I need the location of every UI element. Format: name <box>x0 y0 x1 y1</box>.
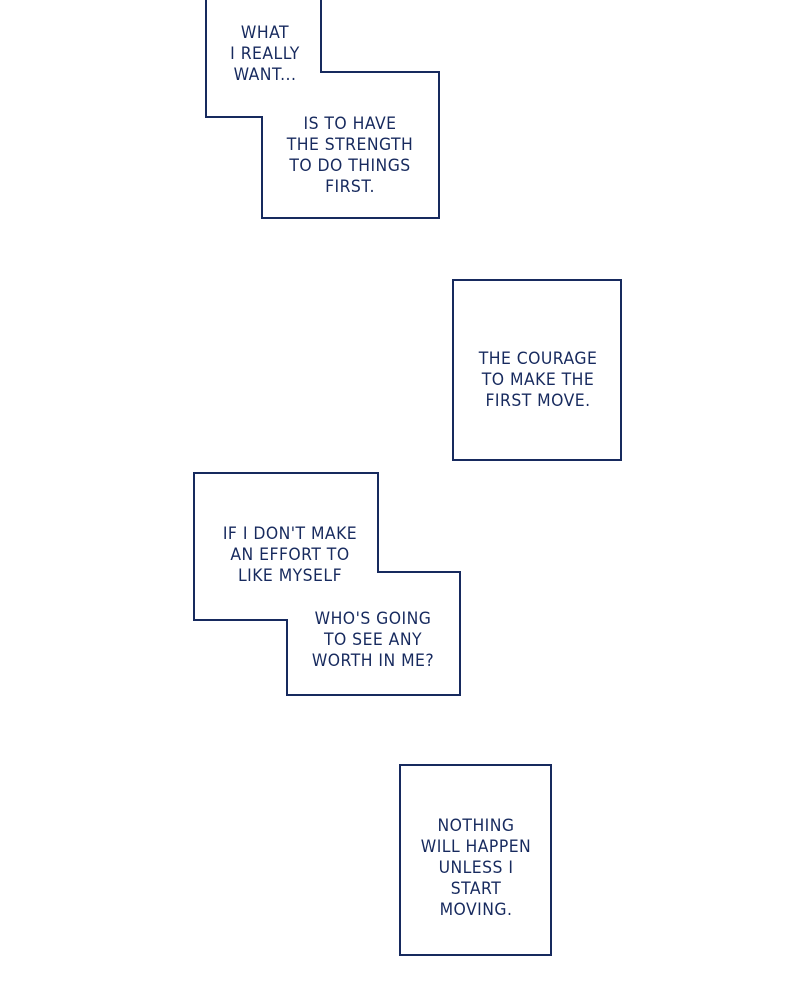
caption-line: NOTHING <box>437 816 515 836</box>
caption-line: TO MAKE THE <box>481 370 595 390</box>
caption-line: FIRST MOVE. <box>485 391 591 411</box>
caption-nothing-will-happen: NOTHING WILL HAPPEN UNLESS I START MOVIN… <box>375 816 577 921</box>
caption-line: THE COURAGE <box>478 349 598 369</box>
caption-line: LIKE MYSELF <box>237 566 343 586</box>
caption-line: TO DO THINGS <box>289 156 411 176</box>
caption-line: THE STRENGTH <box>286 135 414 155</box>
caption-line: IS TO HAVE <box>303 114 397 134</box>
caption-line: WHO'S GOING <box>314 609 432 629</box>
caption-line: START <box>450 879 502 899</box>
caption-like-myself: IF I DON'T MAKE AN EFFORT TO LIKE MYSELF <box>189 524 391 587</box>
caption-box-2 <box>452 279 622 461</box>
caption-box-4 <box>399 764 552 956</box>
caption-line: UNLESS I <box>438 858 514 878</box>
caption-line: WHAT <box>240 23 290 43</box>
caption-line: WANT... <box>233 65 297 85</box>
caption-courage: THE COURAGE TO MAKE THE FIRST MOVE. <box>437 349 639 412</box>
caption-line: WORTH IN ME? <box>311 651 435 671</box>
caption-line: WILL HAPPEN <box>420 837 532 857</box>
caption-strength: IS TO HAVE THE STRENGTH TO DO THINGS FIR… <box>249 114 451 198</box>
caption-line: FIRST. <box>325 177 375 197</box>
caption-what-i-really-want: WHAT I REALLY WANT... <box>164 23 366 86</box>
caption-line: IF I DON'T MAKE <box>222 524 358 544</box>
caption-box-1 <box>205 0 440 219</box>
caption-line: TO SEE ANY <box>323 630 423 650</box>
caption-line: MOVING. <box>439 900 513 920</box>
caption-box-3 <box>193 472 461 696</box>
caption-line: AN EFFORT TO <box>230 545 350 565</box>
caption-line: I REALLY <box>230 44 300 64</box>
caption-worth: WHO'S GOING TO SEE ANY WORTH IN ME? <box>272 609 474 672</box>
